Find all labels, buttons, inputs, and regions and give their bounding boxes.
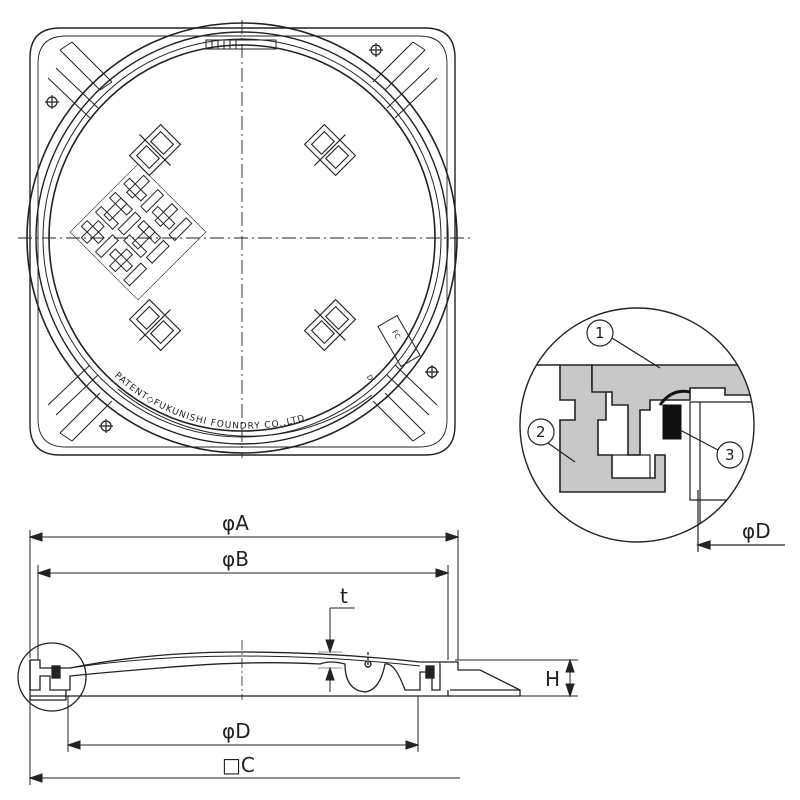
dim-t-label: t: [340, 584, 348, 608]
dim-H-label: H: [545, 667, 560, 691]
bolt-marks: [45, 43, 439, 433]
rim-text-plate: [117, 388, 373, 437]
frame-flange: [440, 661, 521, 697]
center-lines: [18, 20, 472, 458]
detail-gasket: [662, 404, 682, 440]
dim-C-label: □C: [222, 753, 255, 777]
tag-plate: [377, 314, 421, 368]
vent-marks: [128, 123, 357, 352]
callout-1-circle: [586, 319, 614, 347]
hinge-mark: [205, 39, 277, 50]
callout-3-circle: [716, 441, 744, 469]
tag-upper-text: FC: [390, 329, 401, 341]
cover-profile: [29, 651, 441, 693]
detail-frame-section: [520, 364, 666, 493]
logo-pattern: [69, 163, 207, 301]
detail-circle: [519, 307, 755, 543]
callout-3: 3: [725, 446, 735, 464]
detail-dim-D: φD: [742, 519, 771, 543]
rim-text: PATENT◇FUKUNISHI FOUNDRY CO.,LTD.: [112, 371, 310, 432]
detail-view: 1 2 3 φD: [519, 307, 785, 552]
detail-marker-circle: [17, 642, 87, 712]
dim-B-label: φB: [222, 547, 249, 571]
frame-left: [29, 660, 67, 701]
plan-view: [18, 20, 472, 458]
callout-2: 2: [536, 423, 546, 441]
dim-D-label: φD: [222, 719, 251, 743]
callout-1: 1: [595, 324, 605, 342]
detail-cover-section: [591, 364, 754, 456]
dimension-lines: [28, 530, 578, 785]
frame-outer-square: [29, 27, 456, 456]
tag-lower-text: D: [365, 374, 375, 383]
frame-inner-square: [37, 35, 448, 448]
dim-A-label: φA: [222, 511, 249, 535]
section-view: [17, 640, 521, 712]
callout-2-circle: [527, 418, 555, 446]
